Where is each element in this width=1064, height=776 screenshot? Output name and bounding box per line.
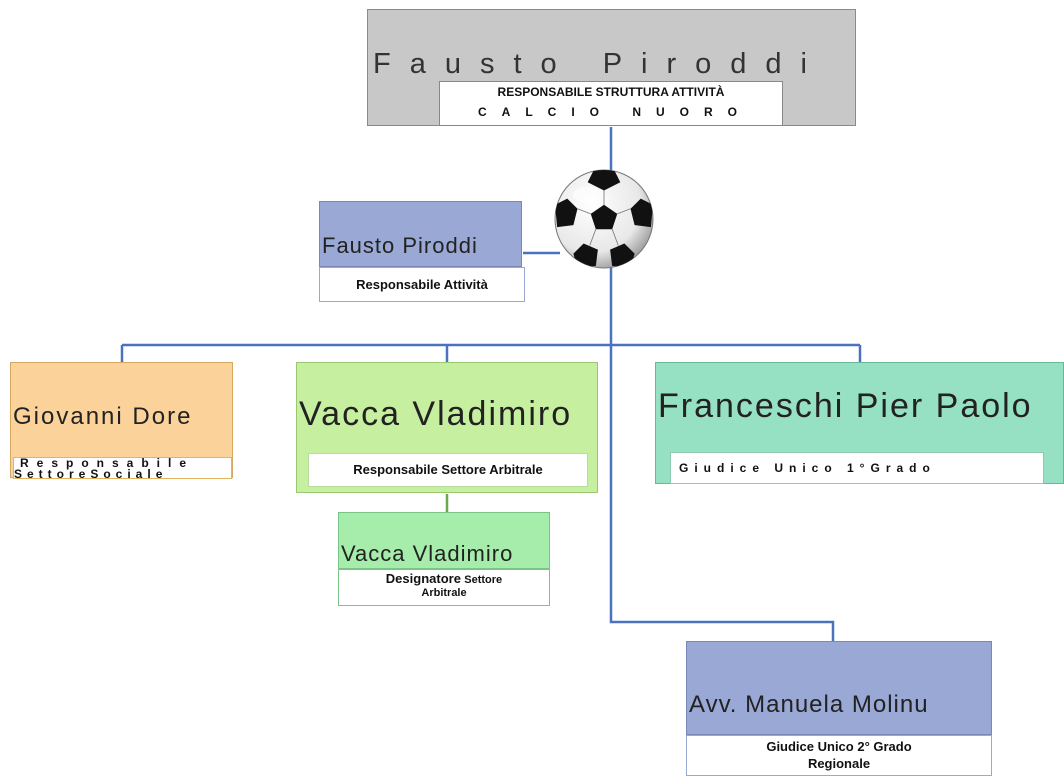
node-vacca-designatore-role: Designatore Settore Arbitrale xyxy=(338,569,550,606)
node-molinu-role-line1: Giudice Unico 2° Grado xyxy=(766,739,912,754)
node-top-role: RESPONSABILE STRUTTURA ATTIVITÀ CALCIO N… xyxy=(439,81,783,126)
node-molinu-role-line2: Regionale xyxy=(807,756,871,771)
node-dore-role-line1: Responsabile xyxy=(20,456,195,470)
node-vacca-designatore-role-bold: Designatore xyxy=(385,571,461,586)
node-top-role-line1: RESPONSABILE STRUTTURA ATTIVITÀ xyxy=(497,85,725,99)
node-activity-name: Fausto Piroddi xyxy=(322,233,478,258)
node-vacca-designatore-name: Vacca Vladimiro xyxy=(341,541,514,566)
node-vacca-arbitrale-role: Responsabile Settore Arbitrale xyxy=(308,453,588,487)
node-dore-name: Giovanni Dore xyxy=(13,403,193,430)
node-molinu-role: Giudice Unico 2° Grado Regionale xyxy=(686,735,992,776)
node-vacca-arbitrale: Vacca Vladimiro Responsabile Settore Arb… xyxy=(296,362,598,493)
node-dore-role: Responsabile SettoreSociale xyxy=(13,456,232,481)
connector-to-molinu xyxy=(609,345,835,641)
node-top-name: Fausto Piroddi xyxy=(373,48,826,80)
node-molinu: Avv. Manuela Molinu xyxy=(686,641,992,735)
blue-connectors xyxy=(120,127,862,641)
node-activity-role: Responsabile Attività xyxy=(319,267,525,302)
soccer-ball-icon xyxy=(553,168,655,270)
node-franceschi-role: Giudice Unico 1°Grado xyxy=(670,452,1044,484)
node-top: Fausto Piroddi RESPONSABILE STRUTTURA AT… xyxy=(367,9,856,126)
node-activity: Fausto Piroddi xyxy=(319,201,522,267)
node-dore: Giovanni Dore Responsabile SettoreSocial… xyxy=(10,362,233,481)
node-dore-role-line2: SettoreSociale xyxy=(14,467,168,481)
node-vacca-designatore-role-rest: Settore xyxy=(464,574,503,586)
node-vacca-designatore: Vacca Vladimiro xyxy=(338,512,550,569)
node-vacca-arbitrale-name: Vacca Vladimiro xyxy=(299,395,573,433)
node-franceschi: Franceschi Pier Paolo Giudice Unico 1°Gr… xyxy=(655,362,1064,484)
node-molinu-name: Avv. Manuela Molinu xyxy=(689,691,929,718)
connector-vacca-to-designatore xyxy=(443,494,449,515)
node-vacca-designatore-role-line2: Arbitrale xyxy=(421,587,467,599)
node-top-role-line2: CALCIO NUORO xyxy=(478,105,752,119)
node-franceschi-name: Franceschi Pier Paolo xyxy=(658,387,1033,425)
